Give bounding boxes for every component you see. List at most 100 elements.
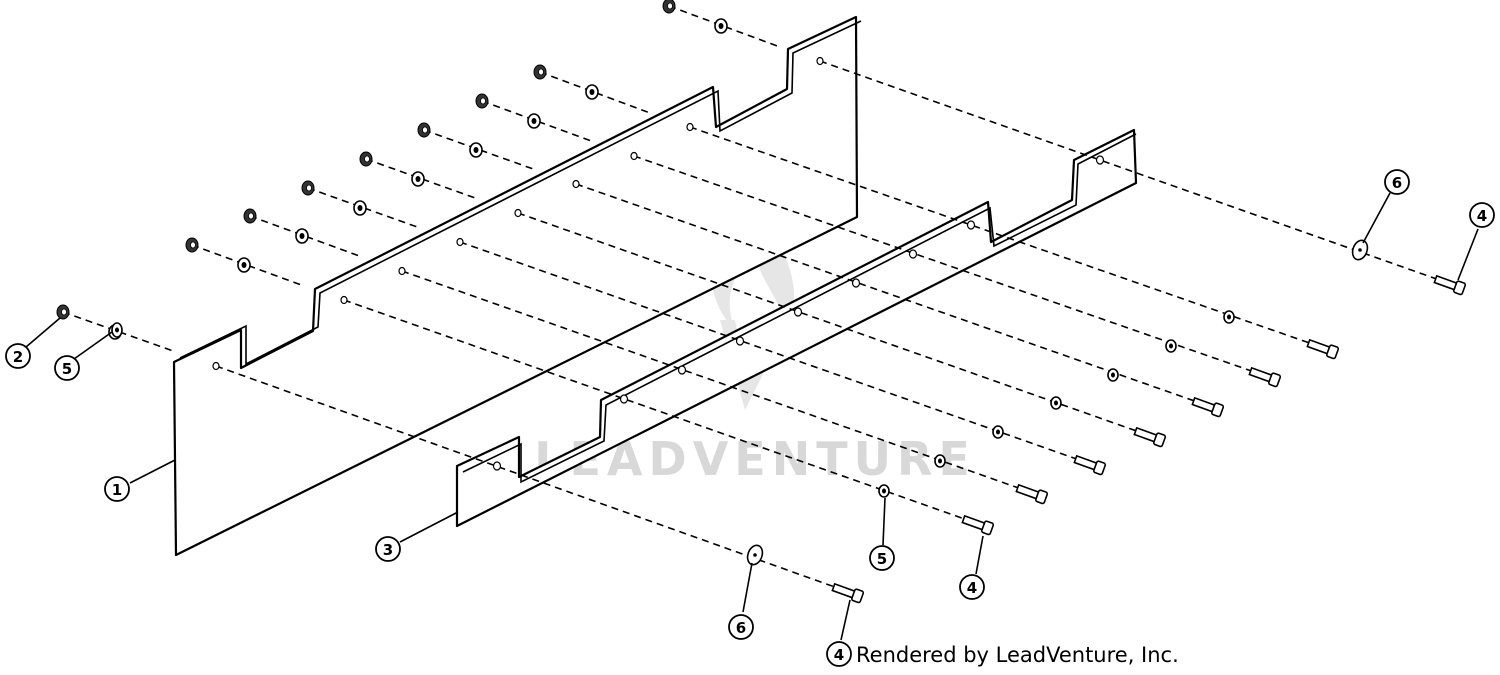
bolt-head-5 (1153, 432, 1167, 448)
lock-washer-center-8 (589, 89, 595, 95)
plate-3-hole-5 (793, 307, 803, 317)
flat-washer-center-2 (1358, 248, 1362, 252)
lock-washer-center-2 (241, 262, 247, 268)
dash-line-3 (401, 270, 1031, 493)
bolt-head-2 (981, 520, 995, 536)
bolt-3 (1015, 483, 1049, 505)
leader-1 (129, 459, 176, 484)
callout-6a-label: 6 (1392, 174, 1402, 192)
callout-6b-label: 6 (736, 619, 746, 637)
bolt-head-7 (1268, 372, 1282, 388)
plate-3-hole-1 (492, 461, 502, 471)
front-lock-washer-center-6 (1227, 314, 1231, 320)
nut-hole-1 (61, 308, 67, 316)
dash-line-9 (819, 60, 1449, 284)
callout-4a-label: 4 (967, 579, 977, 597)
plate-1-hole-2 (340, 295, 348, 305)
bolt-8 (1306, 338, 1340, 360)
dash-line-4 (459, 241, 1089, 464)
nut-dash-3 (249, 215, 363, 258)
bolt-head-6 (1211, 402, 1225, 418)
plate-1 (172, 15, 862, 557)
nut-dash-8 (539, 71, 651, 114)
plate-1-hole-4 (456, 237, 464, 247)
dash-line-1 (215, 365, 847, 592)
bolt-head-9 (1453, 280, 1467, 296)
plate-1-face (172, 15, 859, 557)
front-lock-washer-center-2 (996, 429, 1000, 435)
front-lock-washer-center-5 (1169, 343, 1173, 349)
plate-3-hole-3 (677, 365, 687, 375)
dash-line-2 (343, 299, 977, 524)
nut-hole-8 (538, 68, 544, 76)
plate-3-thickness-edge (462, 133, 1137, 484)
leader-5a (73, 331, 113, 360)
callout-5b: 5 (869, 545, 895, 571)
credit-callout-circle (826, 641, 852, 667)
bolt-6 (1191, 396, 1225, 418)
bolt-1 (831, 582, 865, 604)
leader-6a (1362, 192, 1391, 244)
leader-4c (840, 599, 851, 641)
plate-3-hole-9 (1095, 155, 1105, 165)
nut-dash-7 (481, 100, 595, 143)
plate-1-hole-9 (816, 56, 824, 66)
callout-6b: 6 (728, 614, 754, 640)
lock-washer-center-5 (415, 176, 421, 182)
leader-5b (882, 497, 886, 546)
lock-washer-center-9 (718, 23, 724, 29)
callout-5a-label: 5 (62, 360, 72, 378)
bolt-5 (1133, 426, 1167, 448)
leader-3 (399, 511, 459, 543)
nut-hole-2 (190, 241, 196, 249)
leader-4a (975, 535, 984, 575)
lock-washer-center-7 (531, 118, 537, 124)
plate-1-hole-6 (572, 179, 580, 189)
plate-1-thickness-edge (179, 20, 862, 366)
credit-callout-label: 4 (834, 646, 844, 664)
callout-1: 1 (104, 476, 130, 502)
plate-3-hole-7 (908, 249, 918, 259)
plate-1-hole-1 (212, 361, 220, 371)
plate-3-hole-6 (851, 278, 861, 288)
callout-6a: 6 (1384, 169, 1410, 195)
dash-line-5 (517, 212, 1149, 436)
plate-3-hole-8 (966, 220, 976, 230)
plate-3-hole-4 (735, 336, 745, 346)
lock-washer-item-5-center (882, 488, 886, 494)
front-lock-washer-center-1 (938, 458, 942, 464)
callout-3-label: 3 (383, 541, 393, 559)
callout-1-label: 1 (112, 481, 122, 499)
callout-4b: 4 (1469, 202, 1495, 228)
plate-1-hole-5 (514, 208, 522, 218)
lock-washer-center-6 (473, 147, 479, 153)
plate-1-hole-8 (686, 122, 694, 132)
callout-5a: 5 (54, 355, 80, 381)
callout-4a: 4 (959, 574, 985, 600)
nut-dash-5 (365, 158, 479, 200)
flat-washer-center-1 (753, 553, 757, 557)
nut-hole-7 (480, 97, 486, 105)
bolt-head-3 (1035, 489, 1049, 505)
front-lock-washer-center-4 (1111, 372, 1115, 378)
credit-text: Rendered by LeadVenture, Inc. (856, 643, 1179, 667)
plate-3-face (455, 128, 1138, 528)
dash-line-7 (633, 155, 1264, 376)
bolt-9 (1433, 274, 1467, 296)
nut-hole-4 (306, 184, 312, 192)
plate-3-hole-2 (619, 394, 629, 404)
nut-dash-9 (668, 5, 781, 48)
callout-leaders (25, 192, 1479, 641)
nut-hole-6 (422, 126, 428, 134)
lock-washer-center-4 (357, 205, 363, 211)
plate-1-hole-7 (630, 151, 638, 161)
dash-line-8 (689, 126, 1322, 348)
bolt-4 (1073, 454, 1107, 476)
leader-4b (1457, 228, 1479, 281)
callout-2-label: 2 (13, 348, 23, 366)
dash-line-6 (575, 183, 1207, 406)
bolt-head-8 (1326, 344, 1340, 360)
bolt-7 (1248, 366, 1282, 388)
nut-dash-6 (423, 129, 537, 171)
callout-2: 2 (5, 343, 31, 369)
